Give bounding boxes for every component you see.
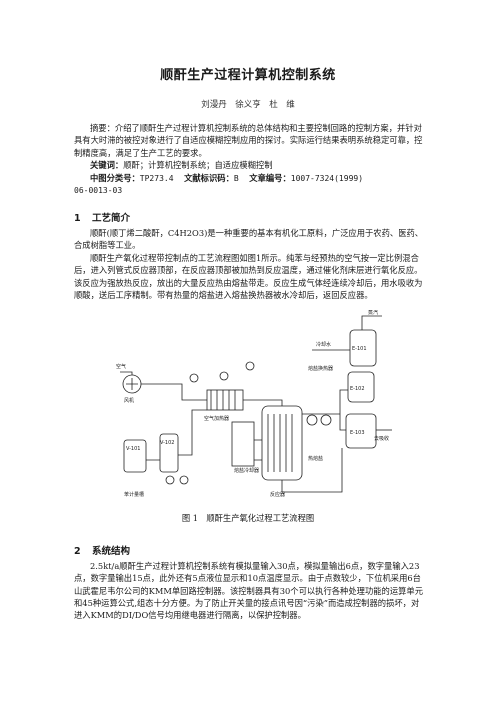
article-value: 1007-7324(1999): [290, 174, 364, 183]
section-2-heading: 2 系统结构: [74, 543, 130, 557]
benzene-tank-v101: [123, 439, 147, 473]
vessel-e101: [349, 329, 377, 367]
section-1-heading: 1 工艺简介: [74, 210, 130, 224]
salt-return-line: [281, 448, 343, 493]
section-2-number: 2: [74, 546, 81, 557]
pump-p2: [179, 475, 189, 485]
label-to-absorb: 去吸收: [374, 435, 389, 442]
article-number-cont: 06-0013-03: [74, 184, 424, 197]
section-1-paragraph-2: 顺酐生产氧化过程带控制点的工艺流程图如图1所示。纯苯与经预热的空气按一定比例混合…: [74, 253, 423, 300]
label-v101: V-101: [126, 446, 140, 452]
abstract: 摘要：介绍了顺酐生产过程计算机控制系统的总体结构和主要控制回路的控制方案，并针对…: [74, 123, 423, 158]
section-1-paragraph-1: 顺酐(顺丁烯二酸酐，C4H2O3)是一种重要的基本有机化工原料，广泛应用于农药、…: [74, 228, 424, 251]
keywords-label: 关键词：: [90, 160, 124, 170]
cls-label: 中图分类号：: [90, 173, 140, 183]
benzene-line: [146, 409, 207, 461]
label-reactor: 反应器: [270, 491, 285, 498]
instrument-tic: [219, 371, 229, 381]
instrument-fic: [189, 373, 199, 383]
paper-title: 顺酐生产过程计算机控制系统: [160, 68, 336, 83]
vessel-e102: [347, 371, 375, 403]
section-1-number: 1: [74, 213, 81, 224]
t1-indicator: [306, 414, 318, 426]
authors: 刘漫丹 徐义亨 杜 维: [201, 100, 295, 110]
instrument-pic: [245, 361, 255, 371]
label-heat-salt: 熔盐换热器: [308, 365, 333, 372]
section-1-title: 工艺简介: [92, 213, 131, 224]
label-blower: 风机: [124, 397, 134, 404]
label-salt-cooler: 熔盐冷却器: [234, 467, 259, 474]
cls-value: TP273.4: [139, 174, 174, 183]
doc-value: B: [233, 174, 239, 183]
blower-blades: [126, 378, 138, 390]
salt-lines: [254, 439, 262, 461]
steam-line: [361, 315, 382, 330]
keywords-line: 关键词：顺酐；计算机控制系统；自适应模糊控制: [74, 159, 424, 171]
benzene-tank-v102: [159, 433, 179, 473]
air-preheater: [206, 389, 244, 411]
preheater-tubes: [210, 390, 236, 410]
process-flow-diagram: 空气 风机 空气加热器 V-101 V-102 苯计量槽 反应器 E-101 E…: [116, 310, 392, 498]
air-line: [141, 383, 207, 401]
label-hot-salt: 热熔盐: [308, 455, 323, 462]
label-steam: 蒸汽: [368, 310, 378, 316]
vessel-e103: [345, 413, 377, 449]
t2-indicator: [320, 414, 332, 426]
figure-caption: 图 1 顺酐生产氧化过程工艺流程图: [181, 513, 315, 523]
salt-cooler: [231, 421, 255, 467]
label-e103: E-103: [350, 430, 365, 436]
label-benzene-tank: 苯计量槽: [124, 491, 144, 498]
section-2-paragraph-1: 2.5kt/a顺酐生产过程计算机控制系统有模拟量输入30点，模拟量输出6点，数字…: [74, 561, 424, 621]
classification-line: 中图分类号：TP273.4 文献标识码：B 文章编号：1007-7324(199…: [74, 172, 424, 185]
pump-p1: [165, 475, 175, 485]
air-inlet-line: [120, 371, 133, 375]
keywords: 顺酐；计算机控制系统；自适应模糊控制: [123, 160, 273, 170]
doc-label: 文献标识码：: [184, 173, 234, 183]
label-cooling-water: 冷却水: [316, 341, 331, 348]
product-gas-line: [302, 389, 348, 431]
label-preheater: 空气加热器: [204, 415, 229, 422]
article-label: 文章编号：: [249, 173, 291, 183]
article-value-cont: 06-0013-03: [74, 186, 123, 195]
label-air: 空气: [116, 363, 126, 370]
label-e101: E-101: [352, 346, 367, 352]
label-e102: E-102: [350, 386, 365, 392]
section-2-title: 系统结构: [92, 546, 131, 557]
feed-to-reactor: [243, 399, 283, 406]
label-v102: V-102: [160, 440, 174, 446]
reactor-tubes: [267, 414, 293, 472]
